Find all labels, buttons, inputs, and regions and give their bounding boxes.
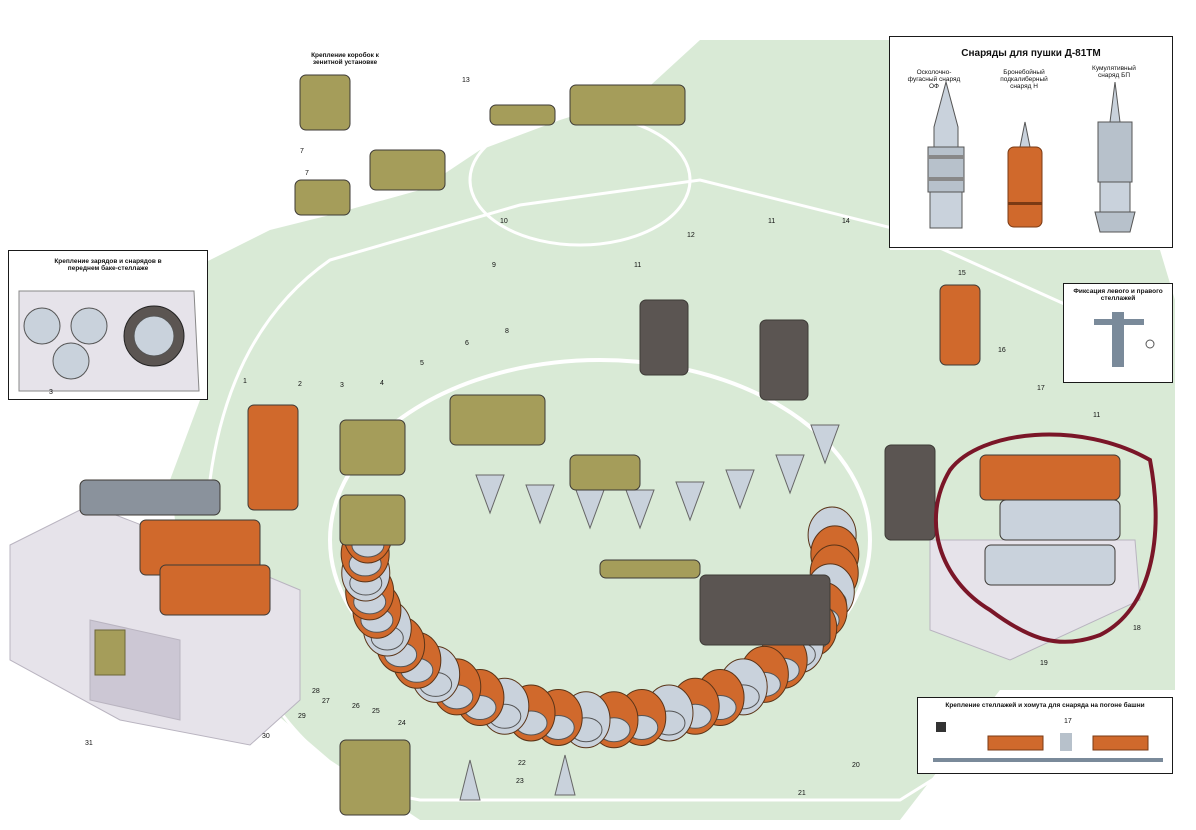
ammo-box [489,104,556,126]
shell-tip [675,481,705,522]
callout-number: 16 [998,347,1006,354]
ammo-box [569,84,686,126]
shell-tip [810,424,840,465]
callout-number: 1 [243,378,247,385]
ammo-box [339,419,406,476]
front-tank-panel-title: Крепление зарядов и снарядов в переднем … [54,258,162,272]
charge-case [247,404,299,511]
apfsds-shell-icon [1007,121,1043,228]
he-shell-icon [927,80,965,229]
ammo-box [449,394,546,446]
callout-number: 14 [842,218,850,225]
callout-number: 27 [322,698,330,705]
front-tank-art [18,290,200,392]
hull-edge-line [208,178,1101,481]
shell-body [999,499,1121,541]
charge-case [939,284,981,366]
fixing-panel-title: Фиксация левого и правого стеллажей [1073,288,1163,302]
fixing-art [1094,312,1155,367]
callout-number: 8 [505,328,509,335]
callout-number: 9 [492,262,496,269]
charge-case [159,564,271,616]
machine-gun [699,574,831,646]
callout-number: 11 [768,218,776,225]
callout-number: 5 [420,360,424,367]
callout-number: 20 [852,762,860,769]
shells-panel-art [927,80,1136,233]
left-stowage-box [94,629,126,676]
shell-tip [775,454,805,495]
heat-shell-caption: Кумулятивный снаряд БП [1092,65,1136,80]
ammo-box [294,179,351,216]
he-shell-caption: Осколочно-фугасный снаряд ОФ [907,69,961,91]
ammo-box [339,739,411,816]
ammo-box [339,494,406,546]
shells-panel-title: Снаряды для пушки Д-81ТМ [961,48,1101,59]
shell-body [79,479,221,516]
front-tank-callout: 3 [49,389,53,396]
callout-number: 3 [340,382,344,389]
callout-number: 4 [380,380,384,387]
callout-number: 6 [465,340,469,347]
stowage-bar [599,559,701,579]
ammo-box [569,454,641,491]
callout-number: 29 [298,713,306,720]
ring-panel: Крепление стеллажей и хомута для снаряда… [917,697,1173,774]
ammo-box [369,149,446,191]
charge-case [884,444,936,541]
shell-tip [554,754,576,796]
callout-number: 7 [300,148,304,155]
charge-case [979,454,1121,501]
callout-number: 25 [372,708,380,715]
callout-number: 10 [500,218,508,225]
callout-number: 30 [262,733,270,740]
turret-ring-shells [340,424,860,749]
callout-number: 2 [298,381,302,388]
callout-number: 21 [798,790,806,797]
callout-number: 11 [1093,412,1101,419]
stowage-items [79,74,1121,816]
heat-shell-icon [1094,81,1136,233]
callout-number: 12 [687,232,695,239]
ammo-box [299,74,351,131]
apfsds-shell-caption: Бронебойный подкалиберный снаряд Н [1000,69,1048,91]
shell-body [984,544,1116,586]
ring-art [933,722,1163,762]
callout-number: 24 [398,720,406,727]
ring-panel-callout: 17 [1064,718,1072,725]
callout-number: 28 [312,688,320,695]
callout-number: 19 [1040,660,1048,667]
callout-number: 13 [462,77,470,84]
shell-tip [475,474,505,515]
callout-number: 7 [305,170,309,177]
shell-tip [625,489,655,530]
callout-number: 15 [958,270,966,277]
charge-case [639,299,689,376]
shell-tip [525,484,555,525]
shell-tip [725,469,755,510]
callout-number: 17 [1037,385,1045,392]
fixing-panel: Фиксация левого и правого стеллажей [1063,283,1173,383]
callout-number: 11 [634,262,642,269]
callout-number: 22 [518,760,526,767]
callout-number: 18 [1133,625,1141,632]
shell-tip [459,759,481,801]
charge-case [759,319,809,401]
aa-boxes-caption: Крепление коробок к зенитной установке [311,52,379,67]
annotation-circle [934,432,1158,644]
callout-number: 26 [352,703,360,710]
callout-number: 23 [516,778,524,785]
front-tank-panel: Крепление зарядов и снарядов в переднем … [8,250,208,400]
ring-panel-title: Крепление стеллажей и хомута для снаряда… [945,702,1145,709]
shells-panel: Снаряды для пушки Д-81ТМ Осколочно-фугас… [889,36,1173,248]
callout-number: 31 [85,740,93,747]
